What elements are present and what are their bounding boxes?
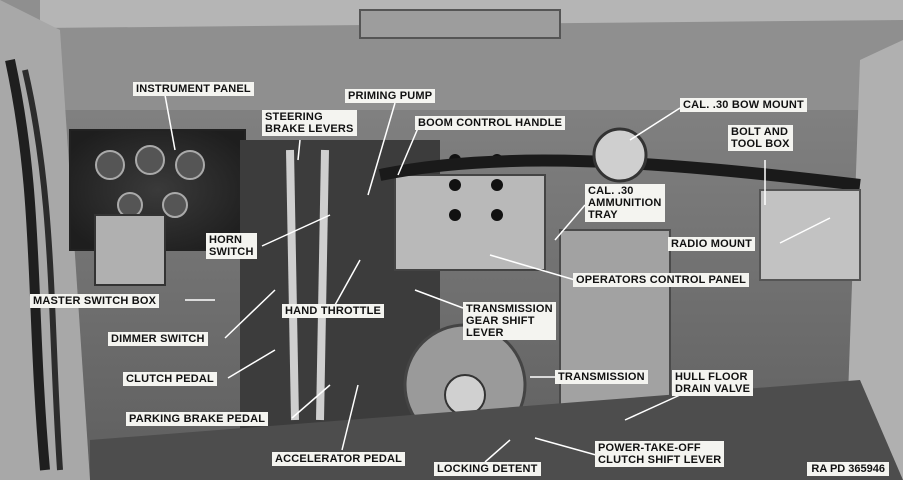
label-locking-detent: LOCKING DETENT <box>434 462 541 476</box>
steering-lever-icon <box>316 149 329 421</box>
gauge-icon <box>95 150 125 180</box>
label-transmission: TRANSMISSION <box>555 370 648 384</box>
label-priming-pump: PRIMING PUMP <box>345 89 436 103</box>
label-power-take-off-clutch-shift-lever: POWER-TAKE-OFF CLUTCH SHIFT LEVER <box>595 441 725 467</box>
label-power-take-off-line-1: POWER-TAKE-OFF <box>598 442 701 454</box>
gauge-icon <box>162 192 188 218</box>
reference-number: RA PD 365946 <box>807 462 889 476</box>
right-hull-wall <box>845 40 903 480</box>
control-knob-icon <box>491 209 503 221</box>
label-radio-mount: RADIO MOUNT <box>668 237 756 251</box>
label-power-take-off-line-2: CLUTCH SHIFT LEVER <box>598 454 722 466</box>
label-parking-brake-pedal: PARKING BRAKE PEDAL <box>126 412 269 426</box>
radio-mount-shelf <box>759 189 861 281</box>
label-horn-switch-line-2: SWITCH <box>209 246 254 258</box>
gear-hub <box>444 374 486 416</box>
label-cal30-ammunition-tray-line-2: AMMUNITION <box>588 197 662 209</box>
transmission-housing <box>559 229 671 416</box>
label-clutch-pedal: CLUTCH PEDAL <box>123 372 217 386</box>
left-cable-bundle <box>5 58 50 471</box>
gauge-icon <box>117 192 143 218</box>
label-bolt-and-tool-box-line-1: BOLT AND <box>731 126 789 138</box>
control-knob-icon <box>449 209 461 221</box>
label-operators-control-panel: OPERATORS CONTROL PANEL <box>573 273 750 287</box>
label-cal30-ammunition-tray-line-3: TRAY <box>588 209 618 221</box>
label-horn-switch: HORN SWITCH <box>206 233 257 259</box>
overhead-cable-bundle <box>378 154 861 191</box>
label-horn-switch-line-1: HORN <box>209 234 243 246</box>
operators-control-panel-plate <box>394 174 546 271</box>
label-hull-floor-drain-valve-line-1: HULL FLOOR <box>675 371 748 383</box>
label-cal30-ammunition-tray-line-1: CAL. .30 <box>588 185 634 197</box>
label-transmission-gear-shift-lever-line-3: LEVER <box>466 327 504 339</box>
left-cable-bundle-2 <box>22 69 63 471</box>
gauge-icon <box>175 150 205 180</box>
label-hand-throttle: HAND THROTTLE <box>282 304 385 318</box>
label-hull-floor-drain-valve: HULL FLOOR DRAIN VALVE <box>672 370 754 396</box>
label-transmission-gear-shift-lever: TRANSMISSION GEAR SHIFT LEVER <box>463 302 556 340</box>
label-steering-brake-levers-line-1: STEERING <box>265 111 323 123</box>
label-transmission-gear-shift-lever-line-1: TRANSMISSION <box>466 303 553 315</box>
label-cal30-bow-mount: CAL. .30 BOW MOUNT <box>680 98 807 112</box>
steering-lever-icon <box>286 149 299 421</box>
label-bolt-and-tool-box-line-2: TOOL BOX <box>731 138 790 150</box>
label-dimmer-switch: DIMMER SWITCH <box>108 332 208 346</box>
label-master-switch-box: MASTER SWITCH BOX <box>30 294 160 308</box>
label-accelerator-pedal: ACCELERATOR PEDAL <box>272 452 406 466</box>
label-bolt-and-tool-box: BOLT AND TOOL BOX <box>728 125 793 151</box>
control-knob-icon <box>491 179 503 191</box>
label-steering-brake-levers: STEERING BRAKE LEVERS <box>262 110 357 136</box>
control-knob-icon <box>449 179 461 191</box>
label-steering-brake-levers-line-2: BRAKE LEVERS <box>265 123 354 135</box>
master-switch-box-housing <box>94 214 166 286</box>
bow-mount-ring <box>592 127 648 183</box>
ceiling-rail <box>359 9 561 39</box>
label-cal30-ammunition-tray: CAL. .30 AMMUNITION TRAY <box>585 184 665 222</box>
label-boom-control-handle: BOOM CONTROL HANDLE <box>415 116 566 130</box>
label-hull-floor-drain-valve-line-2: DRAIN VALVE <box>675 383 751 395</box>
gauge-icon <box>135 145 165 175</box>
label-instrument-panel: INSTRUMENT PANEL <box>133 82 254 96</box>
label-transmission-gear-shift-lever-line-2: GEAR SHIFT <box>466 315 535 327</box>
